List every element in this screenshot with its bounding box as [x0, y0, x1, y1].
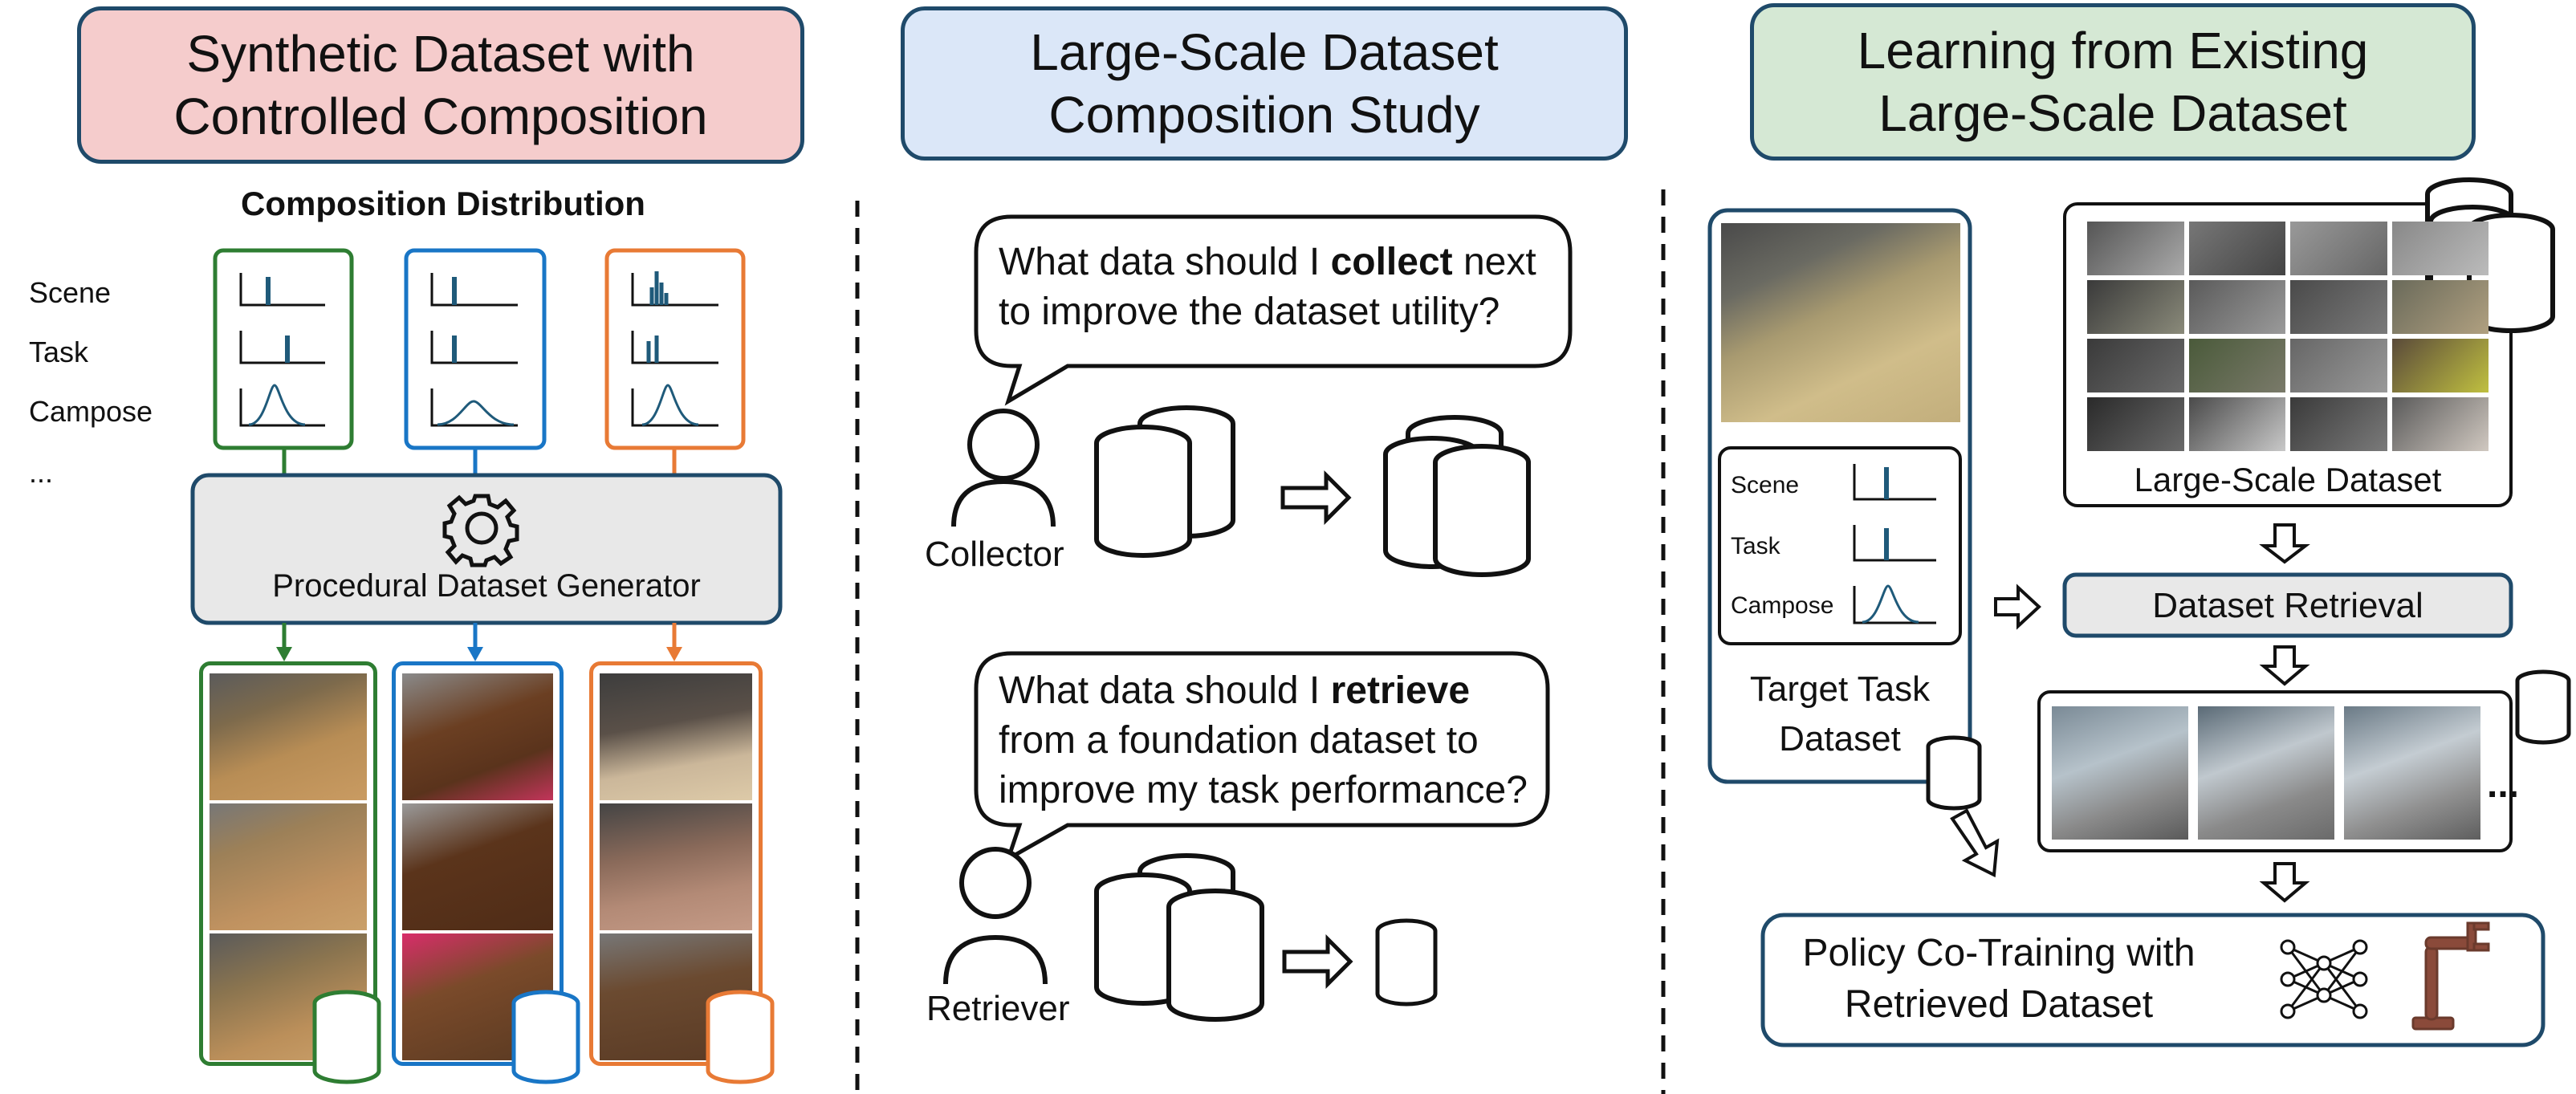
down-arrow-icon-2: [2259, 645, 2310, 686]
mini-plots-green: [239, 273, 325, 427]
generator-label: Procedural Dataset Generator: [272, 568, 701, 604]
retriever-person-icon: [943, 847, 1048, 985]
mini-bars-orange: [646, 271, 669, 363]
retriever-question-line3: improve my task performance?: [999, 769, 1528, 811]
collector-person-icon: [951, 409, 1056, 527]
retrieved-image-3: [2344, 706, 2480, 840]
down-arrow-icon-3: [2259, 862, 2310, 903]
target-factor-scene: Scene: [1731, 472, 1800, 498]
synthetic-title-line1: Synthetic Dataset with: [186, 25, 695, 83]
diagonal-arrow-icon: [1950, 808, 2000, 878]
factor-label-more: ...: [29, 456, 54, 489]
sim-frame-orange: [589, 661, 763, 1066]
study-title-line1: Large-Scale Dataset: [1030, 23, 1499, 81]
retrieved-image-1: [2052, 706, 2188, 840]
target-label-line2: Dataset: [1779, 719, 1901, 758]
retriever-speech-bubble: [974, 651, 1550, 864]
study-title-line2: Composition Study: [1048, 86, 1480, 144]
retrieved-ellipsis: ...: [2487, 763, 2520, 806]
dataset-retrieval-box: [2062, 572, 2513, 638]
composition-distribution-title: Composition Distribution: [241, 185, 645, 222]
collector-question-line2: to improve the dataset utility?: [999, 291, 1500, 333]
gear-icon: [442, 494, 519, 567]
policy-line1: Policy Co-Training with: [1802, 932, 2196, 974]
down-arrow-icon-1: [2259, 523, 2310, 564]
study-header: Large-Scale Dataset Composition Study: [901, 6, 1628, 161]
retrieved-database-icon: [2517, 672, 2569, 742]
target-factor-task: Task: [1731, 533, 1780, 559]
target-label-line1: Target Task: [1749, 669, 1931, 709]
right-arrow-icon: [1994, 584, 2041, 630]
mini-plots-blue: [430, 273, 518, 427]
factor-label-scene: Scene: [29, 276, 112, 309]
retrieved-image-2: [2198, 706, 2334, 840]
learning-header: Learning from Existing Large-Scale Datas…: [1750, 3, 2476, 161]
policy-cotraining-label: Policy Co-Training with Retrieved Datase…: [1766, 928, 2232, 1031]
collect-arrow-icon: [1280, 470, 1352, 526]
target-distribution-box: [1718, 446, 1962, 645]
collector-question-pre: What data should I: [999, 241, 1331, 283]
synthetic-header: Synthetic Dataset with Controlled Compos…: [77, 6, 804, 164]
target-factor-campose: Campose: [1731, 592, 1834, 619]
synthetic-title-line2: Controlled Composition: [173, 87, 708, 145]
learning-title-line2: Large-Scale Dataset: [1878, 84, 2347, 142]
collector-label: Collector: [925, 535, 1064, 574]
retriever-label: Retriever: [926, 989, 1070, 1028]
policy-cotraining-box: [1760, 913, 2545, 1047]
target-task-label: Target Task Dataset: [1710, 665, 1970, 764]
neural-network-icon: [2280, 939, 2368, 1019]
mini-plots-orange: [631, 273, 718, 427]
mini-bars-green: [266, 277, 290, 363]
factor-label-task: Task: [29, 336, 89, 368]
collector-question-post: next: [1452, 241, 1536, 283]
generator-box: [190, 473, 783, 625]
large-scale-dataset-label: Large-Scale Dataset: [2134, 461, 2442, 498]
target-task-image: [1721, 223, 1960, 422]
dataset-retrieval-label: Dataset Retrieval: [2152, 586, 2423, 625]
collector-question-bold: collect: [1330, 241, 1453, 283]
retriever-question-line2: from a foundation dataset to: [999, 719, 1479, 762]
retriever-question-bold: retrieve: [1330, 669, 1471, 712]
retriever-question-pre: What data should I: [999, 669, 1331, 712]
sim-frame-blue: [392, 661, 564, 1066]
learning-title-line1: Learning from Existing: [1857, 22, 2369, 79]
large-scale-image-grid: [2087, 222, 2489, 451]
factor-label-campose: Campose: [29, 395, 153, 428]
policy-line2: Retrieved Dataset: [1844, 983, 2154, 1026]
collector-speech-bubble: [974, 214, 1573, 406]
robot-arm-icon: [2411, 921, 2490, 1031]
retriever-question: What data should I retrieve from a found…: [999, 666, 1528, 815]
collector-question: What data should I collect next to impro…: [999, 238, 1536, 337]
retrieve-arrow-icon: [1282, 933, 1353, 990]
